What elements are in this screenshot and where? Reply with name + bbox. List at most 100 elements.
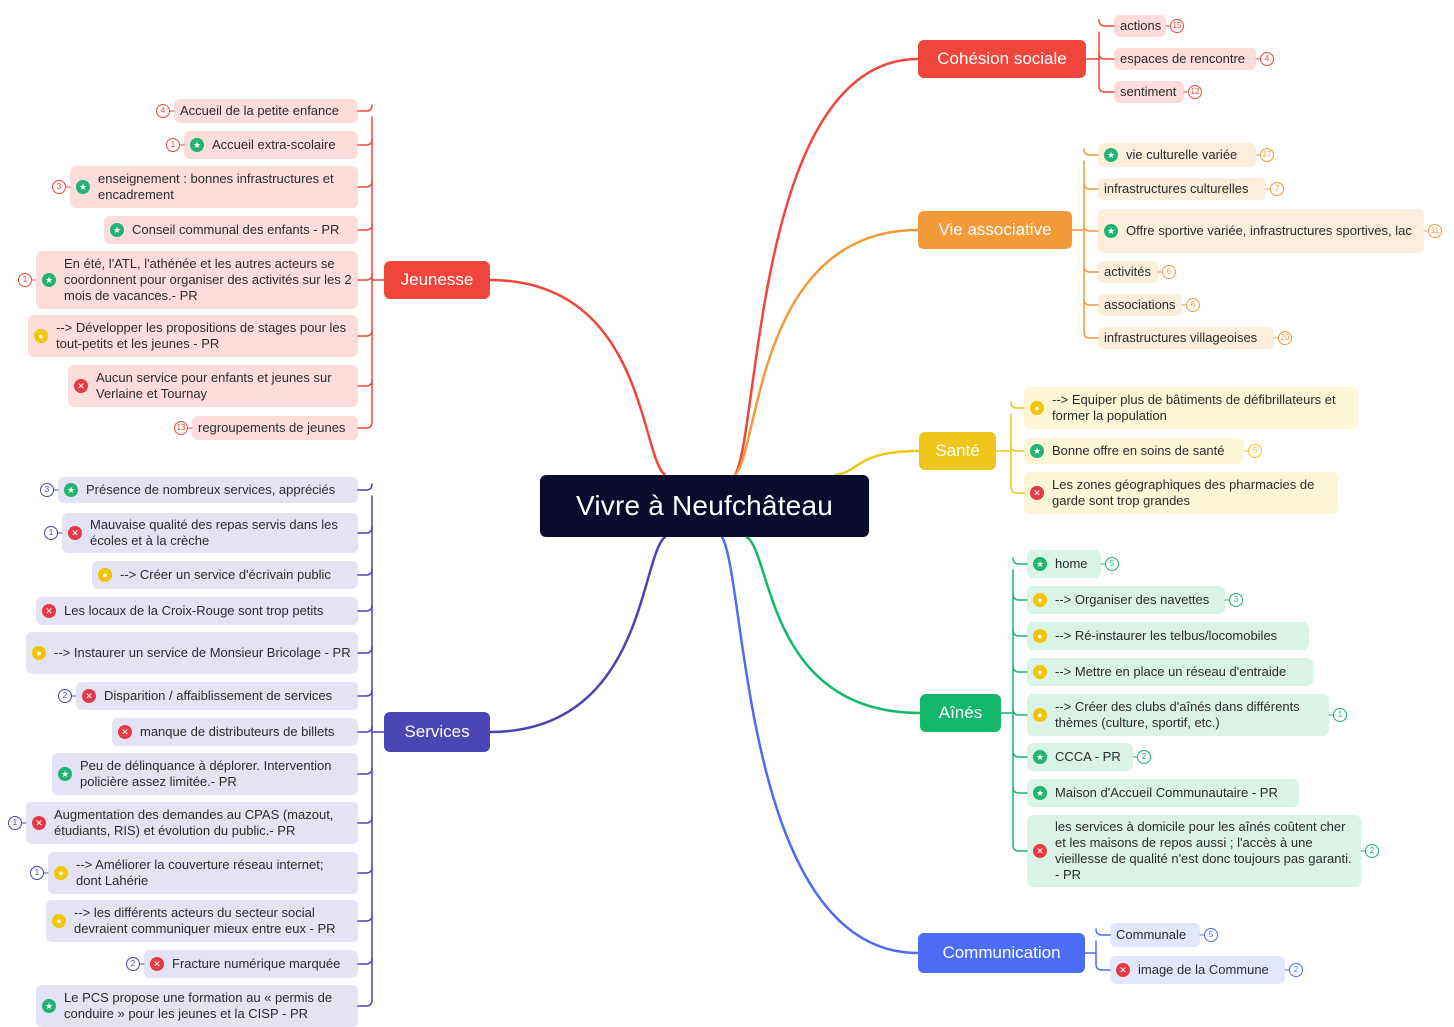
leaf-services-item[interactable]: ●--> Instaurer un service de Monsieur Br… bbox=[26, 632, 358, 674]
leaf-vie-item[interactable]: ★vie culturelle variée bbox=[1098, 143, 1256, 167]
leaf-sante-item[interactable]: ★Bonne offre en soins de santé bbox=[1024, 438, 1244, 464]
leaf-services-item[interactable]: ●--> Créer un service d'écrivain public bbox=[92, 561, 358, 589]
leaf-jeunesse-item[interactable]: regroupements de jeunes bbox=[192, 416, 358, 440]
leaf-text: Les locaux de la Croix-Rouge sont trop p… bbox=[64, 603, 324, 618]
leaf-services-item[interactable]: ✕Les locaux de la Croix-Rouge sont trop … bbox=[36, 597, 358, 625]
leaf-cohesion-item[interactable]: actions bbox=[1114, 15, 1166, 37]
leaf-link bbox=[357, 180, 373, 188]
branch-vie[interactable]: Vie associative bbox=[918, 211, 1072, 249]
leaf-text: associations bbox=[1104, 297, 1176, 312]
leaf-aines-item[interactable]: ●--> Créer des clubs d'aînés dans différ… bbox=[1027, 694, 1329, 736]
idea-bulb-icon: ● bbox=[1033, 593, 1047, 607]
count-badge: 11 bbox=[1428, 224, 1442, 238]
positive-star-icon: ★ bbox=[110, 223, 124, 237]
count-badge: 3 bbox=[40, 483, 54, 497]
branch-sante[interactable]: Santé bbox=[919, 432, 996, 470]
branch-services[interactable]: Services bbox=[384, 712, 490, 752]
leaf-jeunesse-item[interactable]: ★Conseil communal des enfants - PR bbox=[104, 216, 358, 244]
leaf-aines-item[interactable]: ★home bbox=[1027, 550, 1101, 578]
leaf-link bbox=[357, 957, 373, 965]
leaf-vie-item[interactable]: ★Offre sportive variée, infrastructures … bbox=[1098, 209, 1424, 253]
leaf-services-item[interactable]: ★Peu de délinquance à déplorer. Interven… bbox=[52, 753, 358, 795]
leaf-services-item[interactable]: ●--> les différents acteurs du secteur s… bbox=[46, 900, 358, 942]
branch-jeunesse[interactable]: Jeunesse bbox=[384, 261, 490, 299]
count-badge: 20 bbox=[1278, 331, 1292, 345]
count-badge: 1 bbox=[18, 273, 32, 287]
leaf-text: Peu de délinquance à déplorer. Intervent… bbox=[80, 758, 332, 789]
count-badge: 1 bbox=[8, 816, 22, 830]
leaf-jeunesse-item[interactable]: ★Accueil extra-scolaire bbox=[184, 131, 358, 159]
leaf-aines-item[interactable]: ★Maison d'Accueil Communautaire - PR bbox=[1027, 779, 1299, 807]
branch-communication[interactable]: Communication bbox=[918, 933, 1085, 973]
count-badge: 1 bbox=[166, 138, 180, 152]
leaf-text: --> Créer un service d'écrivain public bbox=[120, 567, 331, 582]
count-badge: 13 bbox=[174, 421, 188, 435]
leaf-link bbox=[357, 999, 373, 1007]
leaf-jeunesse-item[interactable]: Accueil de la petite enfance bbox=[174, 99, 358, 123]
leaf-aines-item[interactable]: ✕ les services à domicile pour les aînés … bbox=[1027, 815, 1361, 887]
leaf-services-item[interactable]: ★Le PCS propose une formation au « permi… bbox=[36, 985, 358, 1027]
leaf-sante-item[interactable]: ●--> Equiper plus de bâtiments de défibr… bbox=[1024, 387, 1358, 429]
idea-bulb-icon: ● bbox=[1030, 401, 1044, 415]
leaf-link bbox=[357, 526, 373, 534]
leaf-aines-item[interactable]: ●--> Organiser des navettes bbox=[1027, 586, 1225, 614]
branch-link-communication bbox=[720, 535, 920, 955]
leaf-link bbox=[357, 329, 373, 337]
positive-star-icon: ★ bbox=[1033, 786, 1047, 800]
leaf-vie-item[interactable]: infrastructures villageoises bbox=[1098, 327, 1274, 349]
positive-star-icon: ★ bbox=[42, 273, 56, 287]
branch-aines[interactable]: Aînés bbox=[920, 694, 1001, 732]
branch-cohesion[interactable]: Cohésion sociale bbox=[918, 40, 1086, 78]
leaf-text: Accueil extra-scolaire bbox=[212, 137, 336, 152]
count-badge: 5 bbox=[1204, 928, 1218, 942]
leaf-cohesion-item[interactable]: sentiment bbox=[1114, 81, 1184, 103]
leaf-link bbox=[1095, 963, 1111, 971]
leaf-services-item[interactable]: ★Présence de nombreux services, apprécié… bbox=[58, 477, 358, 503]
leaf-aines-item[interactable]: ★CCCA - PR bbox=[1027, 743, 1133, 771]
leaf-services-item[interactable]: ✕ Mauvaise qualité des repas servis dans … bbox=[62, 513, 358, 553]
leaf-link bbox=[1098, 85, 1115, 93]
leaf-services-item[interactable]: ●--> Améliorer la couverture réseau inte… bbox=[48, 852, 358, 894]
positive-star-icon: ★ bbox=[42, 999, 56, 1013]
count-badge: 1 bbox=[44, 526, 58, 540]
leaf-text: espaces de rencontre bbox=[1120, 51, 1246, 66]
leaf-text: Augmentation des demandes au CPAS (mazou… bbox=[54, 807, 334, 838]
count-badge: 1 bbox=[1333, 708, 1347, 722]
leaf-vie-item[interactable]: associations bbox=[1098, 294, 1182, 316]
leaf-communication-item[interactable]: ✕image de la Commune bbox=[1110, 956, 1285, 984]
leaf-jeunesse-item[interactable]: ★enseignement : bonnes infrastructures e… bbox=[70, 166, 358, 208]
leaf-jeunesse-item[interactable]: ★En été, l'ATL, l'athénée et les autres … bbox=[36, 251, 358, 309]
leaf-services-item[interactable]: ✕Fracture numérique marquée bbox=[144, 950, 358, 978]
leaf-vie-item[interactable]: activités bbox=[1098, 261, 1158, 283]
leaf-aines-item[interactable]: ●--> Ré-instaurer les telbus/locomobiles bbox=[1027, 622, 1309, 650]
count-badge: 12 bbox=[1188, 85, 1202, 99]
leaf-services-item[interactable]: ✕Disparition / affaiblissement de servic… bbox=[76, 682, 358, 710]
leaf-jeunesse-item[interactable]: ●--> Développer les propositions de stag… bbox=[28, 315, 358, 357]
negative-cross-icon: ✕ bbox=[68, 526, 82, 540]
count-badge: 15 bbox=[1170, 19, 1184, 33]
leaf-text: CCCA - PR bbox=[1055, 749, 1121, 764]
leaf-vie-item[interactable]: infrastructures culturelles bbox=[1098, 178, 1266, 200]
count-badge: 7 bbox=[1270, 182, 1284, 196]
leaf-services-item[interactable]: ✕Augmentation des demandes au CPAS (mazo… bbox=[26, 802, 358, 844]
leaf-text: infrastructures culturelles bbox=[1104, 181, 1249, 196]
leaf-link bbox=[1083, 224, 1099, 232]
leaf-communication-item[interactable]: Communale bbox=[1110, 923, 1200, 947]
leaf-services-item[interactable]: ✕manque de distributeurs de billets bbox=[112, 718, 358, 746]
leaf-jeunesse-item[interactable]: ✕Aucun service pour enfants et jeunes su… bbox=[68, 365, 358, 407]
leaf-text: les services à domicile pour les aînés c… bbox=[1055, 819, 1352, 882]
leaf-text: --> Créer des clubs d'aînés dans différe… bbox=[1055, 699, 1300, 730]
leaf-sante-item[interactable]: ✕Les zones géographiques des pharmacies … bbox=[1024, 472, 1338, 514]
leaf-link bbox=[1012, 593, 1028, 601]
positive-star-icon: ★ bbox=[1104, 224, 1118, 238]
negative-cross-icon: ✕ bbox=[1033, 844, 1047, 858]
leaf-text: Mauvaise qualité des repas servis dans l… bbox=[90, 517, 338, 548]
leaf-aines-item[interactable]: ●--> Mettre en place un réseau d'entraid… bbox=[1027, 658, 1313, 686]
central-topic[interactable]: Vivre à Neufchâteau bbox=[540, 475, 869, 537]
branch-link-jeunesse bbox=[488, 278, 667, 477]
leaf-link bbox=[1010, 444, 1025, 452]
leaf-text: home bbox=[1055, 556, 1088, 571]
leaf-cohesion-item[interactable]: espaces de rencontre bbox=[1114, 48, 1256, 70]
idea-bulb-icon: ● bbox=[32, 646, 46, 660]
leaf-text: regroupements de jeunes bbox=[198, 420, 346, 435]
